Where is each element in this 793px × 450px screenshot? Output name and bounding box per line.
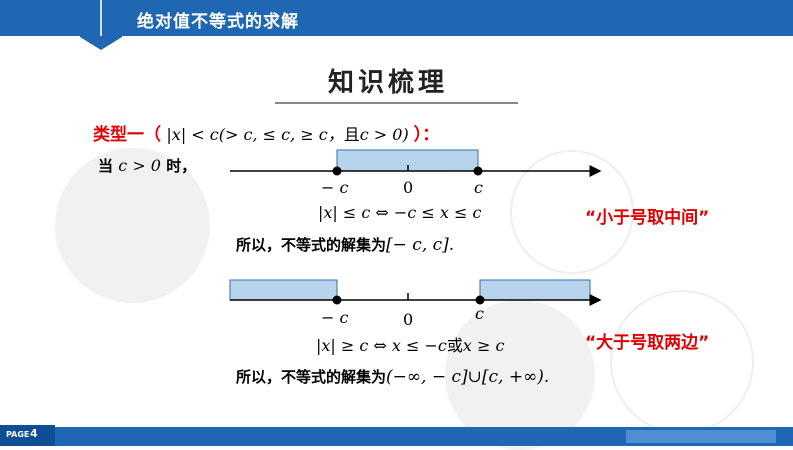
conclusion-2: 所以，不等式的解集为(−∞, − c]∪[c, +∞).	[236, 367, 550, 387]
number-line-1-point-neg-c	[332, 166, 342, 176]
header-title: 绝对值不等式的求解	[137, 12, 299, 32]
hint-greater-than: “大于号取两边”	[585, 333, 710, 353]
number-line-2-label-c: c	[475, 304, 484, 323]
conclusion-1: 所以，不等式的解集为[− c, c].	[236, 235, 455, 255]
footer-right-box	[626, 430, 776, 443]
type-one-end: ）：	[413, 125, 440, 145]
type-one-line: 类型一（ |x| < c(> c, ≤ c, ≥ c，且c > 0) ）：	[93, 120, 439, 145]
type-one-formula: |x| < c(> c, ≤ c, ≥ c，且c > 0)	[166, 125, 409, 144]
condition-line: 当 c > 0 时，	[98, 156, 197, 175]
section-title: 知识梳理	[328, 68, 449, 98]
hint-less-than: “小于号取中间”	[585, 208, 710, 228]
interval-right-shade	[479, 279, 591, 301]
number-line-1-label-zero: 0	[403, 178, 414, 197]
number-line-1-label-c: c	[474, 178, 483, 197]
background-circle-bottom-right	[445, 300, 595, 450]
number-line-2-label-neg-c: − c	[321, 308, 349, 327]
interval-left-shade	[229, 279, 338, 301]
footer-bar	[0, 427, 793, 446]
number-line-1-label-neg-c: − c	[321, 178, 349, 197]
background-circle-left	[55, 148, 210, 303]
footer-page-number: 4	[30, 427, 38, 440]
header-bar	[0, 0, 793, 36]
footer-page-box	[0, 425, 55, 446]
number-line-2-point-c	[475, 295, 485, 305]
number-line-2-label-zero: 0	[403, 310, 414, 329]
number-line-1-point-c	[473, 166, 483, 176]
number-line-2-point-neg-c	[332, 295, 342, 305]
background-ring-upper	[510, 150, 634, 274]
header-divider	[100, 0, 102, 36]
equivalence-2: |x| ≥ c ⇔ x ≤ −c或x ≥ c	[316, 336, 505, 355]
section-underline	[275, 102, 518, 104]
footer-page-label: PAGE	[6, 430, 30, 439]
type-one-label: 类型一（	[93, 125, 161, 145]
equivalence-1: |x| ≤ c ⇔ −c ≤ x ≤ c	[318, 203, 482, 222]
